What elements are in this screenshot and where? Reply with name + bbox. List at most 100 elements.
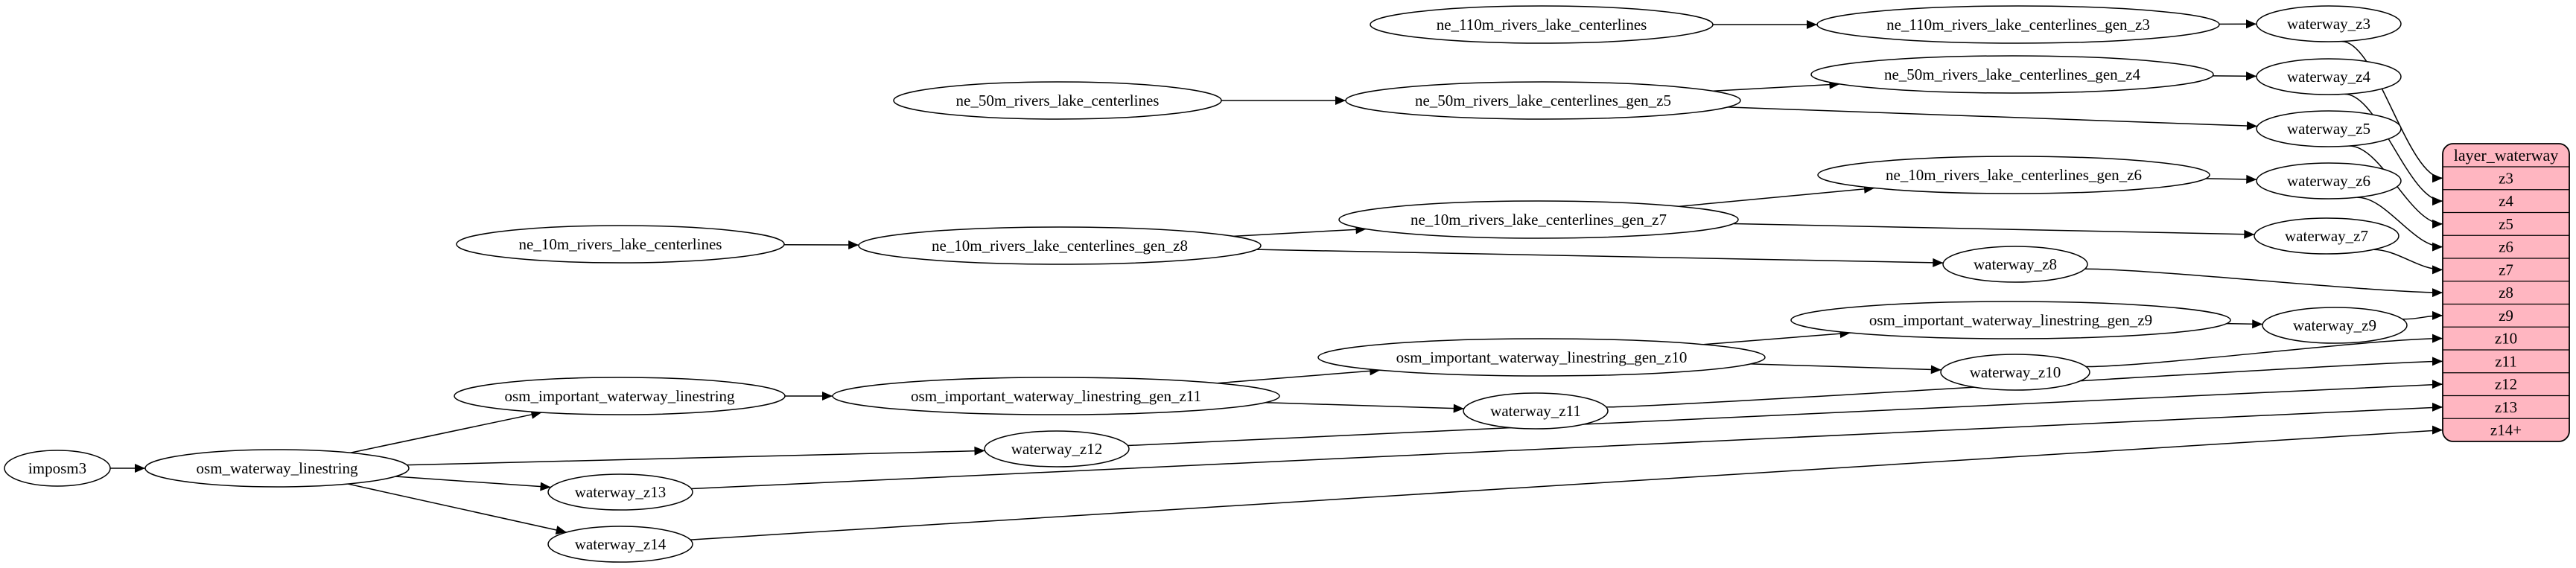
table-row-z14+: z14+ [2490, 421, 2522, 439]
node-ellipse-waterway_z6 [2256, 162, 2402, 200]
table-row-z11: z11 [2495, 352, 2517, 370]
node-label-ne_10m_rivers_lake_centerlines_gen_z6: ne_10m_rivers_lake_centerlines_gen_z6 [1886, 166, 2142, 184]
node-label-imposm3: imposm3 [28, 459, 86, 477]
node-label-waterway_z5: waterway_z5 [2287, 120, 2370, 138]
node-label-ne_10m_rivers_lake_centerlines_gen_z8: ne_10m_rivers_lake_centerlines_gen_z8 [932, 237, 1188, 255]
node-osm_important_waterway_linestring_gen_z9: osm_important_waterway_linestring_gen_z9 [1790, 301, 2231, 339]
table-row-z12: z12 [2495, 375, 2517, 393]
node-ne_50m_rivers_lake_centerlines_gen_z4: ne_50m_rivers_lake_centerlines_gen_z4 [1810, 55, 2214, 94]
node-label-ne_50m_rivers_lake_centerlines_gen_z4: ne_50m_rivers_lake_centerlines_gen_z4 [1884, 66, 2141, 83]
edges-layer [110, 19, 2443, 540]
node-ne_10m_rivers_lake_centerlines_gen_z7: ne_10m_rivers_lake_centerlines_gen_z7 [1338, 200, 1739, 239]
table-outline [2442, 143, 2570, 442]
table-row-z5: z5 [2499, 215, 2513, 233]
node-osm_waterway_linestring: osm_waterway_linestring [144, 449, 410, 488]
node-ellipse-waterway_z13 [547, 473, 693, 511]
node-waterway_z4: waterway_z4 [2256, 58, 2402, 95]
node-label-waterway_z13: waterway_z13 [575, 483, 666, 501]
node-waterway_z5: waterway_z5 [2256, 110, 2402, 147]
edge-waterway_z9-to-z9 [2402, 310, 2443, 320]
node-ellipse-waterway_z11 [1463, 392, 1609, 430]
node-waterway_z7: waterway_z7 [2254, 217, 2400, 255]
edge-osm_important_waterway_linestring_gen_z11-to-waterway_z11 [1265, 401, 1464, 413]
edge-ne_10m_rivers_lake_centerlines_gen_z7-to-ne_10m_rivers_lake_centerlines_gen_z6 [1679, 184, 1875, 207]
node-waterway_z14: waterway_z14 [547, 526, 693, 563]
node-osm_important_waterway_linestring_gen_z11: osm_important_waterway_linestring_gen_z1… [832, 377, 1280, 415]
table-row-z10: z10 [2495, 330, 2517, 348]
table-title: layer_waterway [2454, 146, 2558, 165]
node-label-osm_important_waterway_linestring_gen_z10: osm_important_waterway_linestring_gen_z1… [1396, 348, 1688, 366]
table-row-z9: z9 [2499, 307, 2513, 325]
node-waterway_z10: waterway_z10 [1940, 354, 2090, 391]
node-label-ne_110m_rivers_lake_centerlines: ne_110m_rivers_lake_centerlines [1437, 16, 1647, 33]
node-ellipse-osm_waterway_linestring [144, 449, 410, 488]
edge-osm_waterway_linestring-to-waterway_z13 [395, 476, 551, 491]
node-waterway_z11: waterway_z11 [1463, 392, 1609, 430]
node-ellipse-waterway_z7 [2254, 217, 2400, 255]
node-label-waterway_z4: waterway_z4 [2287, 68, 2370, 86]
node-ellipse-waterway_z4 [2256, 58, 2402, 95]
edge-waterway_z7-to-z7 [2373, 249, 2443, 275]
node-ellipse-ne_10m_rivers_lake_centerlines_gen_z7 [1338, 200, 1739, 239]
table-row-z6: z6 [2499, 238, 2513, 256]
node-ellipse-ne_10m_rivers_lake_centerlines_gen_z6 [1817, 156, 2210, 194]
node-ellipse-osm_important_waterway_linestring_gen_z10 [1317, 338, 1766, 377]
edge-ne_50m_rivers_lake_centerlines_gen_z5-to-ne_50m_rivers_lake_centerlines_gen_z4 [1713, 80, 1840, 92]
node-ellipse-waterway_z12 [984, 430, 1130, 468]
edge-waterway_z8-to-z8 [2084, 268, 2443, 298]
edge-waterway_z10-to-z10 [2085, 334, 2443, 368]
node-ellipse-waterway_z10 [1940, 354, 2090, 391]
table-layer_waterway: layer_waterwayz3z4z5z6z7z8z9z10z11z12z13… [2442, 143, 2570, 442]
table-row-z3: z3 [2499, 169, 2513, 187]
edge-osm_important_waterway_linestring_gen_z9-to-waterway_z9 [2226, 319, 2263, 329]
node-ellipse-waterway_z5 [2256, 110, 2402, 147]
edge-waterway_z4-to-z4 [2344, 93, 2443, 206]
node-label-ne_50m_rivers_lake_centerlines: ne_50m_rivers_lake_centerlines [956, 92, 1160, 109]
node-ellipse-osm_important_waterway_linestring_gen_z9 [1790, 301, 2231, 339]
edge-waterway_z3-to-z3 [2341, 40, 2443, 183]
node-ellipse-waterway_z9 [2262, 307, 2408, 344]
node-label-waterway_z14: waterway_z14 [575, 535, 667, 553]
edge-osm_waterway_linestring-to-osm_important_waterway_linestring [350, 410, 542, 453]
node-ne_50m_rivers_lake_centerlines_gen_z5: ne_50m_rivers_lake_centerlines_gen_z5 [1345, 81, 1741, 120]
node-ne_110m_rivers_lake_centerlines_gen_z3: ne_110m_rivers_lake_centerlines_gen_z3 [1816, 5, 2220, 44]
node-label-ne_110m_rivers_lake_centerlines_gen_z3: ne_110m_rivers_lake_centerlines_gen_z3 [1886, 16, 2150, 33]
edge-osm_waterway_linestring-to-waterway_z12 [407, 446, 985, 466]
node-waterway_z8: waterway_z8 [1942, 246, 2088, 283]
node-imposm3: imposm3 [4, 450, 111, 487]
node-label-ne_10m_rivers_lake_centerlines: ne_10m_rivers_lake_centerlines [519, 235, 722, 253]
node-ellipse-ne_50m_rivers_lake_centerlines_gen_z4 [1810, 55, 2214, 94]
node-label-ne_50m_rivers_lake_centerlines_gen_z5: ne_50m_rivers_lake_centerlines_gen_z5 [1415, 92, 1671, 109]
node-ellipse-osm_important_waterway_linestring [454, 377, 786, 415]
node-ellipse-imposm3 [4, 450, 111, 487]
node-waterway_z13: waterway_z13 [547, 473, 693, 511]
node-label-waterway_z10: waterway_z10 [1970, 363, 2061, 381]
table-row-z8: z8 [2499, 284, 2513, 301]
node-ellipse-ne_110m_rivers_lake_centerlines_gen_z3 [1816, 5, 2220, 44]
node-ne_10m_rivers_lake_centerlines: ne_10m_rivers_lake_centerlines [456, 225, 785, 264]
node-ellipse-ne_50m_rivers_lake_centerlines [893, 81, 1222, 120]
edge-osm_waterway_linestring-to-waterway_z14 [348, 483, 567, 535]
node-ne_50m_rivers_lake_centerlines: ne_50m_rivers_lake_centerlines [893, 81, 1222, 120]
node-label-osm_important_waterway_linestring_gen_z9: osm_important_waterway_linestring_gen_z9 [1869, 311, 2152, 329]
node-label-osm_important_waterway_linestring: osm_important_waterway_linestring [504, 387, 735, 405]
node-ellipse-ne_10m_rivers_lake_centerlines_gen_z8 [858, 226, 1262, 265]
node-ne_10m_rivers_lake_centerlines_gen_z8: ne_10m_rivers_lake_centerlines_gen_z8 [858, 226, 1262, 265]
edge-waterway_z6-to-z6 [2357, 197, 2443, 252]
edge-ne_10m_rivers_lake_centerlines_gen_z8-to-waterway_z8 [1256, 249, 1944, 267]
node-ellipse-waterway_z14 [547, 526, 693, 563]
node-osm_important_waterway_linestring: osm_important_waterway_linestring [454, 377, 786, 415]
edge-osm_important_waterway_linestring_gen_z11-to-osm_important_waterway_linestring_gen_z10 [1217, 366, 1381, 384]
node-ne_10m_rivers_lake_centerlines_gen_z6: ne_10m_rivers_lake_centerlines_gen_z6 [1817, 156, 2210, 194]
edge-osm_important_waterway_linestring_gen_z10-to-waterway_z10 [1750, 363, 1941, 374]
node-label-osm_waterway_linestring: osm_waterway_linestring [197, 459, 358, 477]
node-ellipse-ne_10m_rivers_lake_centerlines [456, 225, 785, 264]
node-ellipse-waterway_z3 [2256, 5, 2402, 42]
table-row-z4: z4 [2499, 192, 2513, 210]
node-ne_110m_rivers_lake_centerlines: ne_110m_rivers_lake_centerlines [1370, 5, 1714, 44]
node-waterway_z6: waterway_z6 [2256, 162, 2402, 200]
node-label-waterway_z9: waterway_z9 [2293, 316, 2376, 334]
edge-osm_important_waterway_linestring_gen_z10-to-osm_important_waterway_linestring_gen_z9 [1703, 329, 1851, 345]
